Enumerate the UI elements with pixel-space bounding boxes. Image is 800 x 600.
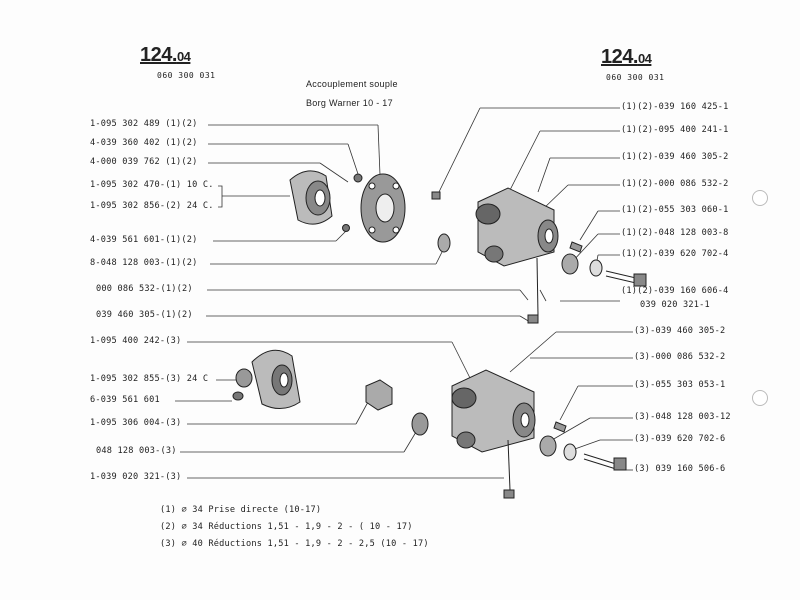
- part-label-left-1: 1-095 302 489 (1)(2): [90, 119, 198, 129]
- part-label-right-3: (1)(2)-039 460 305-2: [621, 152, 729, 162]
- lower-bolt-assembly: [539, 421, 627, 471]
- part-label-left-12: 6-039 561 601: [90, 395, 160, 405]
- lower-flange: [235, 349, 301, 409]
- page-code-right: 060 300 031: [606, 73, 665, 82]
- footnote-1: (1) ∅ 34 Prise directe (10-17): [160, 505, 322, 515]
- part-label-right-14: (3)-039 620 702-6: [634, 434, 726, 444]
- upper-flange-disc: [360, 173, 406, 243]
- part-label-right-8: (1)(2)-039 160 606-4: [621, 286, 729, 296]
- part-label-left-3: 4-000 039 762 (1)(2): [90, 157, 198, 167]
- part-label-right-13: (3)-048 128 003-12: [634, 412, 731, 422]
- part-label-left-10: 1-095 400 242-(3): [90, 336, 182, 346]
- part-label-right-4: (1)(2)-000 086 532-2: [621, 179, 729, 189]
- lower-coupling-body: [451, 369, 536, 499]
- part-label-left-6: 4-039 561 601-(1)(2): [90, 235, 198, 245]
- part-label-right-9: 039 020 321-1: [640, 300, 710, 310]
- part-label-left-15: 1-039 020 321-(3): [90, 472, 182, 482]
- part-label-right-7: (1)(2)-039 620 702-4: [621, 249, 729, 259]
- part-label-right-15: (3) 039 160 506-6: [634, 464, 726, 474]
- upper-hub: [289, 170, 333, 225]
- footnote-2: (2) ∅ 34 Réductions 1,51 - 1,9 - 2 - ( 1…: [160, 522, 413, 532]
- part-label-right-10: (3)-039 460 305-2: [634, 326, 726, 336]
- part-label-right-11: (3)-000 086 532-2: [634, 352, 726, 362]
- part-label-right-1: (1)(2)-039 160 425-1: [621, 102, 729, 112]
- part-label-left-4: 1-095 302 470-(1) 10 C.: [90, 180, 214, 190]
- title-line-2: Borg Warner 10 - 17: [306, 98, 393, 108]
- part-label-right-12: (3)-055 303 053-1: [634, 380, 726, 390]
- part-label-right-2: (1)(2)-095 400 241-1: [621, 125, 729, 135]
- part-label-right-6: (1)(2)-048 128 003-8: [621, 228, 729, 238]
- binder-hole-bottom: [752, 390, 768, 406]
- part-label-left-7: 8-048 128 003-(1)(2): [90, 258, 198, 268]
- part-label-left-2: 4-039 360 402 (1)(2): [90, 138, 198, 148]
- page-code-left: 060 300 031: [157, 71, 216, 80]
- part-label-left-11: 1-095 302 855-(3) 24 C: [90, 374, 209, 384]
- upper-small-parts: [342, 173, 451, 253]
- part-label-left-14: 048 128 003-(3): [96, 446, 177, 456]
- upper-bolt-assembly: [561, 241, 647, 287]
- title-line-1: Accouplement souple: [306, 79, 398, 89]
- page-number-right: 124.04: [601, 46, 652, 68]
- part-label-left-9: 039 460 305-(1)(2): [96, 310, 193, 320]
- part-label-left-5: 1-095 302 856-(2) 24 C.: [90, 201, 214, 211]
- footnote-3: (3) ∅ 40 Réductions 1,51 - 1,9 - 2 - 2,5…: [160, 539, 429, 549]
- part-label-left-13: 1-095 306 004-(3): [90, 418, 182, 428]
- page-number-left: 124.04: [140, 44, 191, 66]
- binder-hole-top: [752, 190, 768, 206]
- lower-small-parts: [232, 379, 429, 436]
- part-label-left-8: 000 086 532-(1)(2): [96, 284, 193, 294]
- upper-coupling-body: [475, 187, 559, 324]
- leader-lines-left: [175, 124, 531, 479]
- part-label-right-5: (1)(2)-055 303 060-1: [621, 205, 729, 215]
